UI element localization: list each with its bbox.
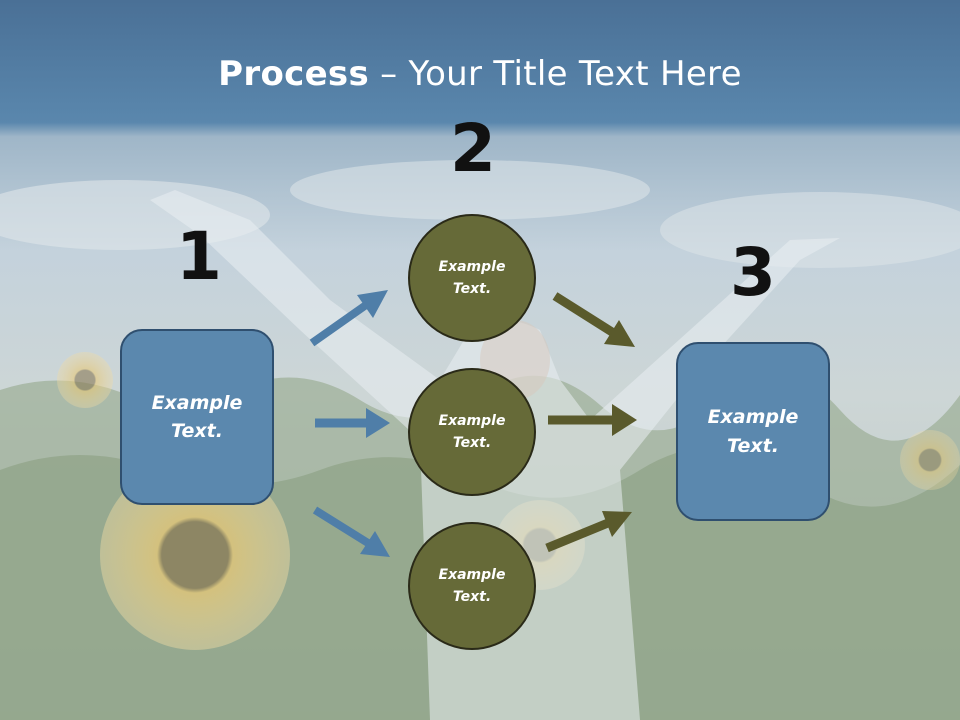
- blue-arrow-down: [312, 506, 390, 557]
- circle-top-line1: Example: [438, 258, 506, 275]
- end-box-line1: Example: [707, 406, 799, 428]
- circle-middle-line2: Text.: [452, 435, 492, 451]
- circle-middle-text: Example Text.: [427, 410, 517, 455]
- blue-arrow-mid: [315, 408, 390, 438]
- circle-middle-line1: Example: [438, 412, 506, 429]
- olive-arrow-mid: [548, 404, 637, 436]
- circle-middle: Example Text.: [408, 368, 536, 496]
- circle-bottom-line2: Text.: [452, 589, 492, 605]
- step-number-3: 3: [730, 234, 776, 311]
- start-box: Example Text.: [120, 329, 274, 505]
- olive-arrow-up: [545, 511, 632, 553]
- slide-title: Process – Your Title Text Here: [0, 54, 960, 94]
- end-box-text: Example Text.: [693, 403, 813, 460]
- title-bold: Process: [218, 54, 370, 94]
- start-box-line2: Text.: [171, 420, 223, 442]
- step-number-2: 2: [450, 110, 496, 187]
- end-box: Example Text.: [676, 342, 830, 521]
- circle-bottom: Example Text.: [408, 522, 536, 650]
- circle-top: Example Text.: [408, 214, 536, 342]
- blue-arrow-up: [309, 290, 388, 347]
- title-rest: – Your Title Text Here: [369, 54, 742, 94]
- circle-top-text: Example Text.: [427, 256, 517, 301]
- end-box-line2: Text.: [727, 434, 779, 457]
- olive-arrow-down: [552, 292, 635, 347]
- start-box-line1: Example: [151, 391, 243, 414]
- circle-bottom-text: Example Text.: [427, 564, 517, 609]
- step-number-1: 1: [176, 218, 222, 295]
- circle-top-line2: Text.: [452, 281, 492, 297]
- circle-bottom-line1: Example: [438, 566, 506, 583]
- start-box-text: Example Text.: [137, 389, 257, 446]
